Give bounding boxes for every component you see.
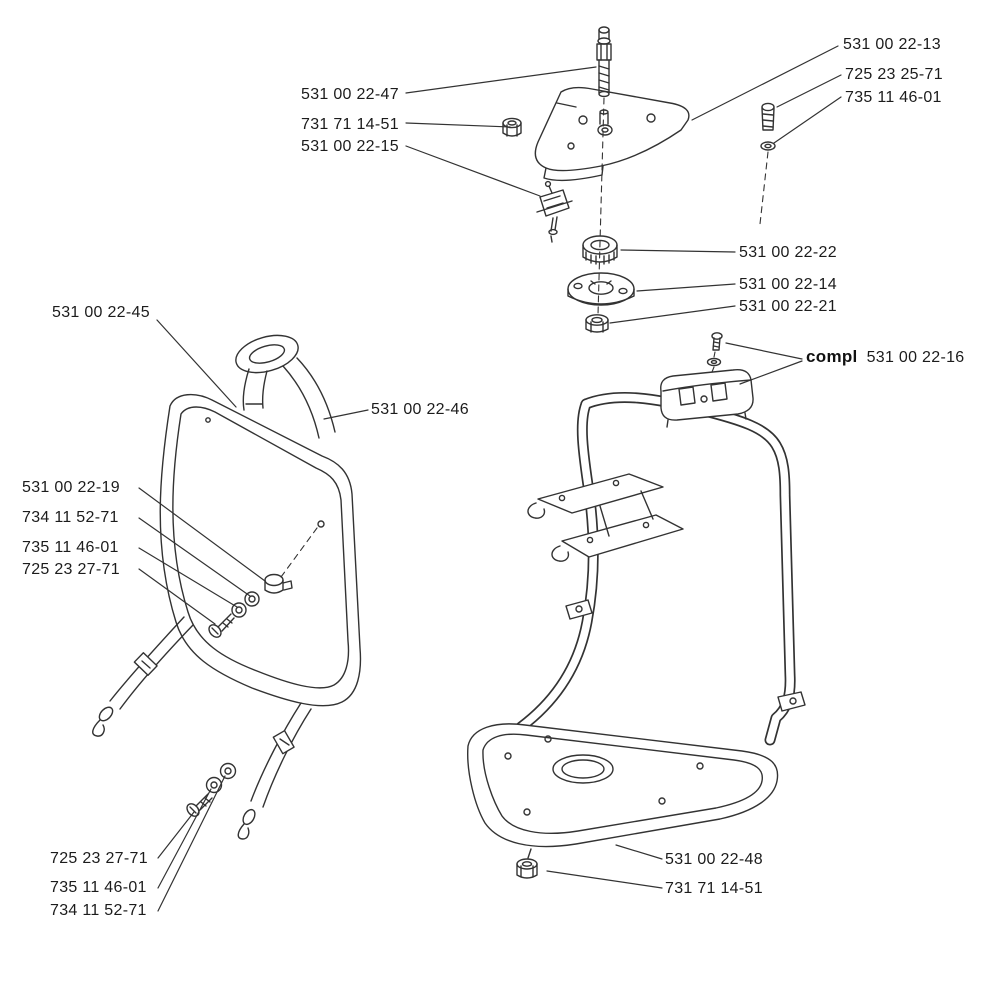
part-shield [159, 393, 362, 707]
part-switch [536, 180, 573, 243]
part-lower-screw-cluster [186, 762, 237, 817]
part-frame [467, 391, 806, 848]
part-side-screw [760, 102, 776, 151]
part-mounting-plate [534, 86, 690, 182]
part-lock-nut [585, 314, 609, 333]
part-strap-upper [92, 616, 194, 737]
part-bushing [582, 235, 618, 265]
part-strap-lower [237, 702, 312, 840]
part-pivot-bolt [596, 26, 612, 98]
leader-lines [138, 45, 842, 912]
part-hex-nut-top [502, 117, 522, 137]
part-handle-loop [235, 334, 336, 439]
assembly-centerlines [280, 97, 769, 578]
part-grommet-and-screw-cluster [208, 573, 293, 638]
part-clamp-assembly [660, 332, 754, 428]
part-flanged-disc [567, 272, 635, 306]
part-frame-nut [516, 848, 538, 879]
